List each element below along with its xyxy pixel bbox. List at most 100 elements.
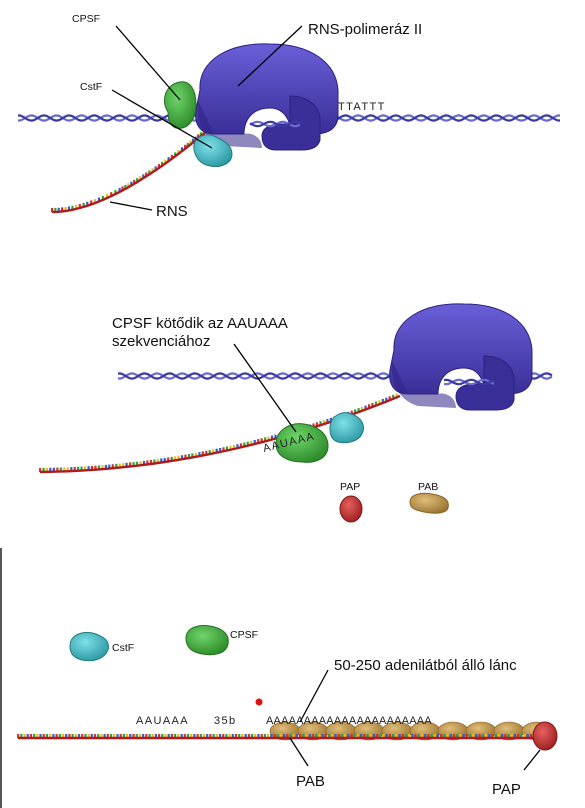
rna-base — [86, 201, 89, 206]
rna-base — [350, 410, 353, 415]
rna-base — [80, 466, 83, 471]
rna-base — [78, 204, 81, 208]
rna-base — [129, 462, 132, 467]
rna-leader — [109, 201, 153, 211]
rna-base — [97, 465, 101, 470]
rna-base — [302, 734, 305, 738]
rna-base — [308, 734, 311, 738]
rna-base — [158, 734, 161, 738]
rna-base — [93, 199, 97, 204]
rna-base — [472, 734, 475, 738]
rna-base — [392, 394, 395, 399]
polymerase-leader — [237, 25, 303, 87]
rna-base — [254, 734, 257, 738]
rna-base — [149, 460, 152, 464]
rna-base — [104, 464, 107, 469]
rna-base — [299, 734, 302, 738]
rna-base — [392, 734, 395, 738]
rna-polymerase-ii — [389, 303, 533, 411]
rna-base — [381, 399, 384, 403]
rna-base — [229, 445, 232, 450]
rna-base — [337, 734, 340, 738]
rna-base — [488, 734, 491, 738]
rna-base — [66, 467, 69, 472]
rna-base — [170, 154, 173, 159]
pap-label: PAP — [492, 781, 521, 798]
rna-base — [433, 734, 436, 738]
rna-base — [311, 734, 315, 738]
rna-base — [153, 459, 156, 464]
rna-base — [319, 421, 322, 426]
rna-base — [135, 734, 138, 738]
dna-backbone-a — [117, 372, 393, 380]
rna-base — [360, 406, 364, 411]
rna-base — [90, 734, 93, 738]
rna-base — [199, 132, 202, 137]
rna-base — [93, 734, 97, 738]
rna-base — [75, 204, 78, 209]
rna-base — [67, 206, 71, 211]
rna-base — [267, 436, 270, 441]
rna-base — [238, 734, 241, 738]
rna-base — [87, 734, 90, 738]
rna-base — [371, 403, 374, 407]
rna-base — [142, 460, 146, 465]
rna-base — [443, 734, 446, 738]
rna-base — [215, 448, 218, 453]
cstf-protein — [329, 412, 365, 444]
rna-base — [45, 734, 48, 738]
rna-base — [267, 734, 270, 738]
rna-base — [475, 734, 478, 738]
rna-base — [125, 462, 128, 467]
rna-base — [110, 192, 113, 197]
cpsf-leader — [115, 25, 181, 101]
rna-base — [154, 734, 157, 738]
rna-base — [398, 734, 401, 738]
rna-base — [156, 459, 159, 463]
rna-base — [468, 734, 472, 738]
rna-base — [129, 734, 132, 738]
rna-base — [222, 447, 225, 452]
rna-base — [33, 734, 36, 738]
cpsf-protein — [275, 423, 329, 463]
rna-base — [376, 734, 379, 738]
rna-base — [101, 465, 104, 470]
rna-base — [378, 400, 381, 405]
rna-base — [90, 200, 93, 205]
rna-base — [234, 734, 238, 738]
rna-base — [74, 734, 77, 738]
rna-base — [77, 734, 81, 738]
rna-base — [20, 734, 23, 738]
rna-base — [356, 734, 359, 738]
pab-leader — [289, 737, 309, 767]
rna-base — [334, 734, 337, 738]
rna-base — [322, 420, 326, 425]
rna-base — [77, 466, 80, 471]
rna-base — [218, 734, 222, 738]
rna-base — [206, 734, 209, 738]
rna-base — [52, 734, 55, 738]
rna-base — [225, 734, 228, 738]
rna-base — [119, 734, 122, 738]
panel-3: CstF CPSF 50-250 adenilátból álló lánc A… — [17, 625, 558, 798]
cstf-leader — [111, 89, 213, 149]
rna-base — [263, 734, 266, 738]
rna-base — [160, 458, 163, 463]
rna-base — [122, 734, 125, 738]
rna-base — [17, 734, 20, 738]
rna-base — [404, 734, 407, 738]
rna-base — [55, 734, 58, 738]
rna-base — [520, 734, 523, 738]
rna-base — [279, 734, 282, 738]
rna-base — [142, 174, 145, 179]
rna-base — [228, 734, 231, 738]
rna-base — [71, 205, 74, 210]
rna-base — [369, 734, 372, 738]
rna-base — [312, 423, 315, 428]
rna-base — [201, 451, 204, 456]
rna-base — [417, 734, 420, 738]
rna-base — [491, 734, 494, 738]
rna-base — [36, 734, 39, 738]
rna-base — [108, 464, 111, 469]
rna-base — [420, 734, 423, 738]
